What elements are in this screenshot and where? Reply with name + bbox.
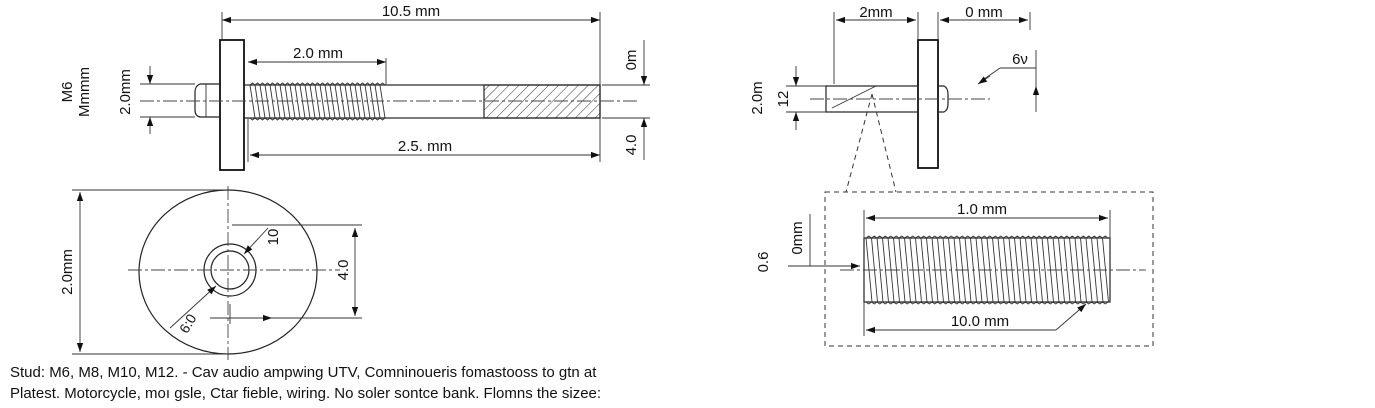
dim-right-bottom-label: 4.0 [623,135,640,156]
stud-pilot [194,83,220,118]
dim-thread-lower-label: 2.5. mm [398,138,452,155]
dim-overall-label: 10.5 mm [382,3,440,20]
label-m6: M6 [59,82,76,103]
caption-line-2: Platest. Motorcycle, moı gsle, Ctar fieb… [10,385,602,402]
flange-front-view: 2.0mm 4.0 10 6:0 [59,186,362,360]
detail-dim-left-b-label: 0mm [789,221,806,254]
caption-line-1: Stud: M6, M8, M10, M12. - Cav audio ampw… [10,364,597,381]
right-dim-top-right-label: 0 mm [965,4,1003,21]
detail-dim-bottom-label: 10.0 mm [951,313,1009,330]
detail-dim-top-label: 1.0 mm [957,201,1007,218]
dim-right-top-label: 0m [623,50,640,71]
front-dim-hole-label: 10 [265,229,282,246]
stud-flange [219,39,245,171]
front-dim-diag-label: 6:0 [176,311,200,336]
stud-thread [249,82,386,121]
right-dim-top-left-label: 2mm [859,4,892,21]
right-side-view: 2mm 0 mm 6ν 2.0m 12 [749,4,1040,193]
right-dim-inner-label: 12 [775,91,792,108]
stud-side-view: 10.5 mm 2.0 mm 2.5. mm 0m 4.0 2.0mm M6 M… [59,3,650,171]
stud-hatched-end [483,84,601,119]
caption: Stud: M6, M8, M10, M12. - Cav audio ampw… [10,362,830,404]
dim-left-height-label: 2.0mm [117,69,134,115]
detail-frame [824,191,1154,347]
detail-dim-left-a-label: 0.6 [755,252,772,273]
label-mmmm: Mmmm [76,67,93,117]
dim-thread-upper-label: 2.0 mm [293,45,343,62]
right-shank [825,85,919,113]
front-dim-height-label: 2.0mm [59,249,76,295]
right-dim-height-label: 2.0m [749,81,766,114]
right-flange [917,39,939,169]
right-dim-corner-label: 6ν [1012,51,1028,68]
front-dim-right-label: 4.0 [335,260,352,281]
thread-detail-view: 1.0 mm 10.0 mm 0.6 0mm [755,191,1154,347]
